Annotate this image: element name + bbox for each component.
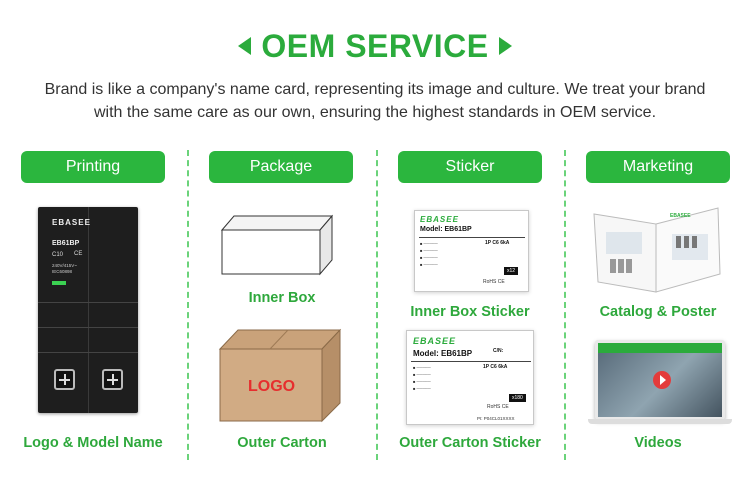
play-icon[interactable]	[653, 371, 671, 389]
sticker-model: Model: EB61BP	[413, 349, 473, 358]
screw-icon	[54, 369, 75, 390]
outer-carton-image	[218, 328, 342, 423]
left-arrow-icon	[238, 37, 252, 55]
caption-catalog: Catalog & Poster	[599, 304, 717, 320]
breaker-image: EBASEE EB61BP C10 CE 240V/415V~ IEC60898	[38, 207, 138, 413]
tab-sticker[interactable]: Sticker	[398, 151, 542, 183]
page-title: OEM SERVICE	[261, 27, 489, 64]
title-row: OEM SERVICE	[0, 26, 750, 66]
caption-videos: Videos	[634, 435, 682, 451]
sticker-qty-badge: x12	[504, 267, 519, 275]
carton-logo: LOGO	[248, 378, 296, 395]
tab-marketing[interactable]: Marketing	[586, 151, 730, 183]
screw-icon	[102, 369, 123, 390]
monitor-stand	[588, 419, 732, 424]
sticker-model: Model: EB61BP	[420, 226, 472, 233]
column-divider	[376, 150, 378, 460]
sticker-qty-badge: x180	[509, 394, 526, 402]
column-divider	[564, 150, 566, 460]
sticker-brand: EBASEE	[413, 336, 457, 346]
inner-sticker-image: EBASEE Model: EB61BP ■ ─────■ ─────■ ───…	[414, 210, 529, 292]
caption-inner-box: Inner Box	[248, 290, 316, 306]
sticker-brand: EBASEE	[420, 215, 459, 224]
sticker-spec: 1P C6 6kA	[485, 240, 510, 246]
breaker-standard: 240V/415V~ IEC60898	[52, 263, 77, 274]
caption-inner-sticker: Inner Box Sticker	[410, 304, 530, 320]
intro-text: Brand is like a company's name card, rep…	[44, 81, 706, 121]
caption-outer-sticker: Outer Carton Sticker	[399, 435, 541, 451]
catalog-image	[593, 207, 721, 293]
caption-logo-model: Logo & Model Name	[23, 435, 163, 451]
sticker-cn: C/N:	[493, 348, 504, 354]
outer-sticker-image: EBASEE Model: EB61BP C/N: ■ ─────■ ─────…	[406, 330, 534, 425]
breaker-brand: EBASEE	[52, 218, 91, 227]
breaker-indicator	[52, 281, 66, 285]
tab-package[interactable]: Package	[209, 151, 353, 183]
column-divider	[187, 150, 189, 460]
tab-printing[interactable]: Printing	[21, 151, 165, 183]
inner-box-image	[220, 214, 334, 276]
video-image	[595, 340, 725, 420]
sticker-spec: 1P C6 6kA	[483, 364, 508, 370]
sticker-pi: PI: P04CL01XXXX	[477, 416, 515, 421]
catalog-brand: EBASEE	[670, 213, 691, 219]
sticker-rohs: RoHS CE	[483, 279, 505, 285]
caption-outer-carton: Outer Carton	[237, 435, 327, 451]
breaker-model: EB61BP	[52, 240, 80, 247]
right-arrow-icon	[498, 37, 512, 55]
ce-mark-icon: CE	[74, 251, 83, 257]
breaker-rating: C10	[52, 252, 64, 258]
sticker-rohs: RoHS CE	[487, 404, 509, 410]
